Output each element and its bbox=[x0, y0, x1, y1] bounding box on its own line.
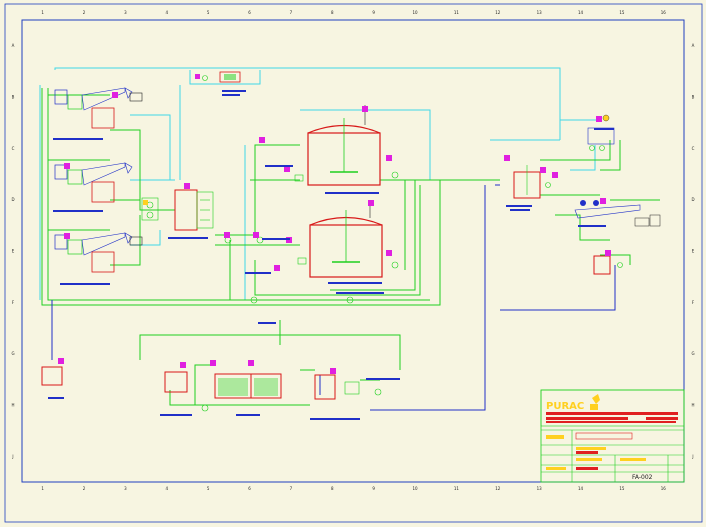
zone-marker-top: 15 bbox=[619, 10, 625, 15]
tag-label-marks bbox=[48, 90, 614, 420]
zone-marker-top: 6 bbox=[248, 10, 251, 15]
zone-marker-bottom: 6 bbox=[248, 486, 251, 491]
pump-skid-left bbox=[141, 197, 159, 221]
blue-pipe-network bbox=[51, 184, 616, 411]
zone-marker-right: J bbox=[691, 454, 693, 459]
zone-marker-top: 16 bbox=[661, 10, 667, 15]
zone-marker-top: 10 bbox=[413, 10, 419, 15]
screen-train-3 bbox=[54, 232, 143, 273]
zone-marker-bottom: 15 bbox=[619, 486, 625, 491]
zone-marker-top: 9 bbox=[372, 10, 375, 15]
clarifier-tank bbox=[504, 155, 558, 199]
zone-marker-bottom: 13 bbox=[537, 486, 543, 491]
reactor-1 bbox=[284, 105, 399, 186]
zone-marker-left: D bbox=[11, 197, 14, 202]
zone-marker-bottom: 3 bbox=[124, 486, 127, 491]
zone-marker-right: D bbox=[691, 197, 694, 202]
title-block: PURAC FA-002 bbox=[540, 389, 685, 483]
pump-mid bbox=[224, 137, 354, 304]
zone-marker-left: A bbox=[12, 43, 15, 48]
zone-marker-bottom: 11 bbox=[454, 486, 460, 491]
zone-marker-right: A bbox=[692, 43, 695, 48]
zone-marker-right: C bbox=[692, 146, 695, 151]
inner-frame bbox=[21, 19, 685, 483]
zone-marker-top: 4 bbox=[166, 10, 169, 15]
zone-marker-right: B bbox=[692, 95, 695, 100]
zone-marker-left: G bbox=[11, 351, 14, 356]
sheet-number: FA-002 bbox=[632, 474, 653, 481]
company-logo: PURAC bbox=[546, 401, 584, 412]
zone-marker-bottom: 2 bbox=[83, 486, 86, 491]
zone-marker-top: 7 bbox=[290, 10, 293, 15]
zone-marker-left: B bbox=[12, 95, 15, 100]
zone-marker-bottom: 8 bbox=[331, 486, 334, 491]
sludge-tank bbox=[593, 250, 623, 275]
zone-marker-top: 12 bbox=[495, 10, 501, 15]
zone-marker-bottom: 16 bbox=[661, 486, 667, 491]
zone-marker-bottom: 10 bbox=[413, 486, 419, 491]
reactor-2 bbox=[286, 200, 399, 278]
zone-marker-bottom: 5 bbox=[207, 486, 210, 491]
cyan-pipe-network bbox=[39, 67, 600, 300]
zone-marker-bottom: 9 bbox=[372, 486, 375, 491]
zone-marker-left: E bbox=[12, 249, 15, 254]
zone-marker-left: H bbox=[11, 403, 14, 408]
zone-marker-top: 8 bbox=[331, 10, 334, 15]
dosing-unit-top bbox=[195, 71, 241, 83]
outer-frame bbox=[4, 3, 703, 523]
zone-marker-top: 1 bbox=[41, 10, 44, 15]
zone-marker-bottom: 1 bbox=[41, 486, 44, 491]
zone-markers-left: A B C D E F G H J bbox=[11, 43, 14, 459]
belt-press bbox=[574, 198, 661, 227]
equalization-tank bbox=[174, 183, 214, 231]
zone-marker-right: E bbox=[692, 249, 695, 254]
zone-markers-right: A B C D E F G H J bbox=[691, 43, 694, 459]
zone-marker-left: C bbox=[12, 146, 15, 151]
drain-tank bbox=[41, 358, 64, 386]
zone-marker-right: H bbox=[691, 403, 694, 408]
zone-marker-bottom: 7 bbox=[290, 486, 293, 491]
zone-marker-top: 2 bbox=[83, 10, 86, 15]
zone-marker-right: G bbox=[691, 351, 694, 356]
zone-marker-left: F bbox=[12, 300, 15, 305]
zone-marker-bottom: 4 bbox=[166, 486, 169, 491]
zone-marker-top: 11 bbox=[454, 10, 460, 15]
zone-marker-right: F bbox=[692, 300, 695, 305]
zone-marker-top: 13 bbox=[537, 10, 543, 15]
zone-marker-top: 5 bbox=[207, 10, 210, 15]
zone-marker-left: J bbox=[11, 454, 13, 459]
screen-train-1 bbox=[54, 87, 143, 129]
screen-train-2 bbox=[54, 162, 133, 203]
zone-marker-top: 3 bbox=[124, 10, 127, 15]
zone-marker-top: 14 bbox=[578, 10, 584, 15]
zone-marker-bottom: 12 bbox=[495, 486, 501, 491]
green-pipe-network bbox=[41, 88, 660, 406]
filtration-train bbox=[164, 360, 382, 412]
zone-marker-bottom: 14 bbox=[578, 486, 584, 491]
